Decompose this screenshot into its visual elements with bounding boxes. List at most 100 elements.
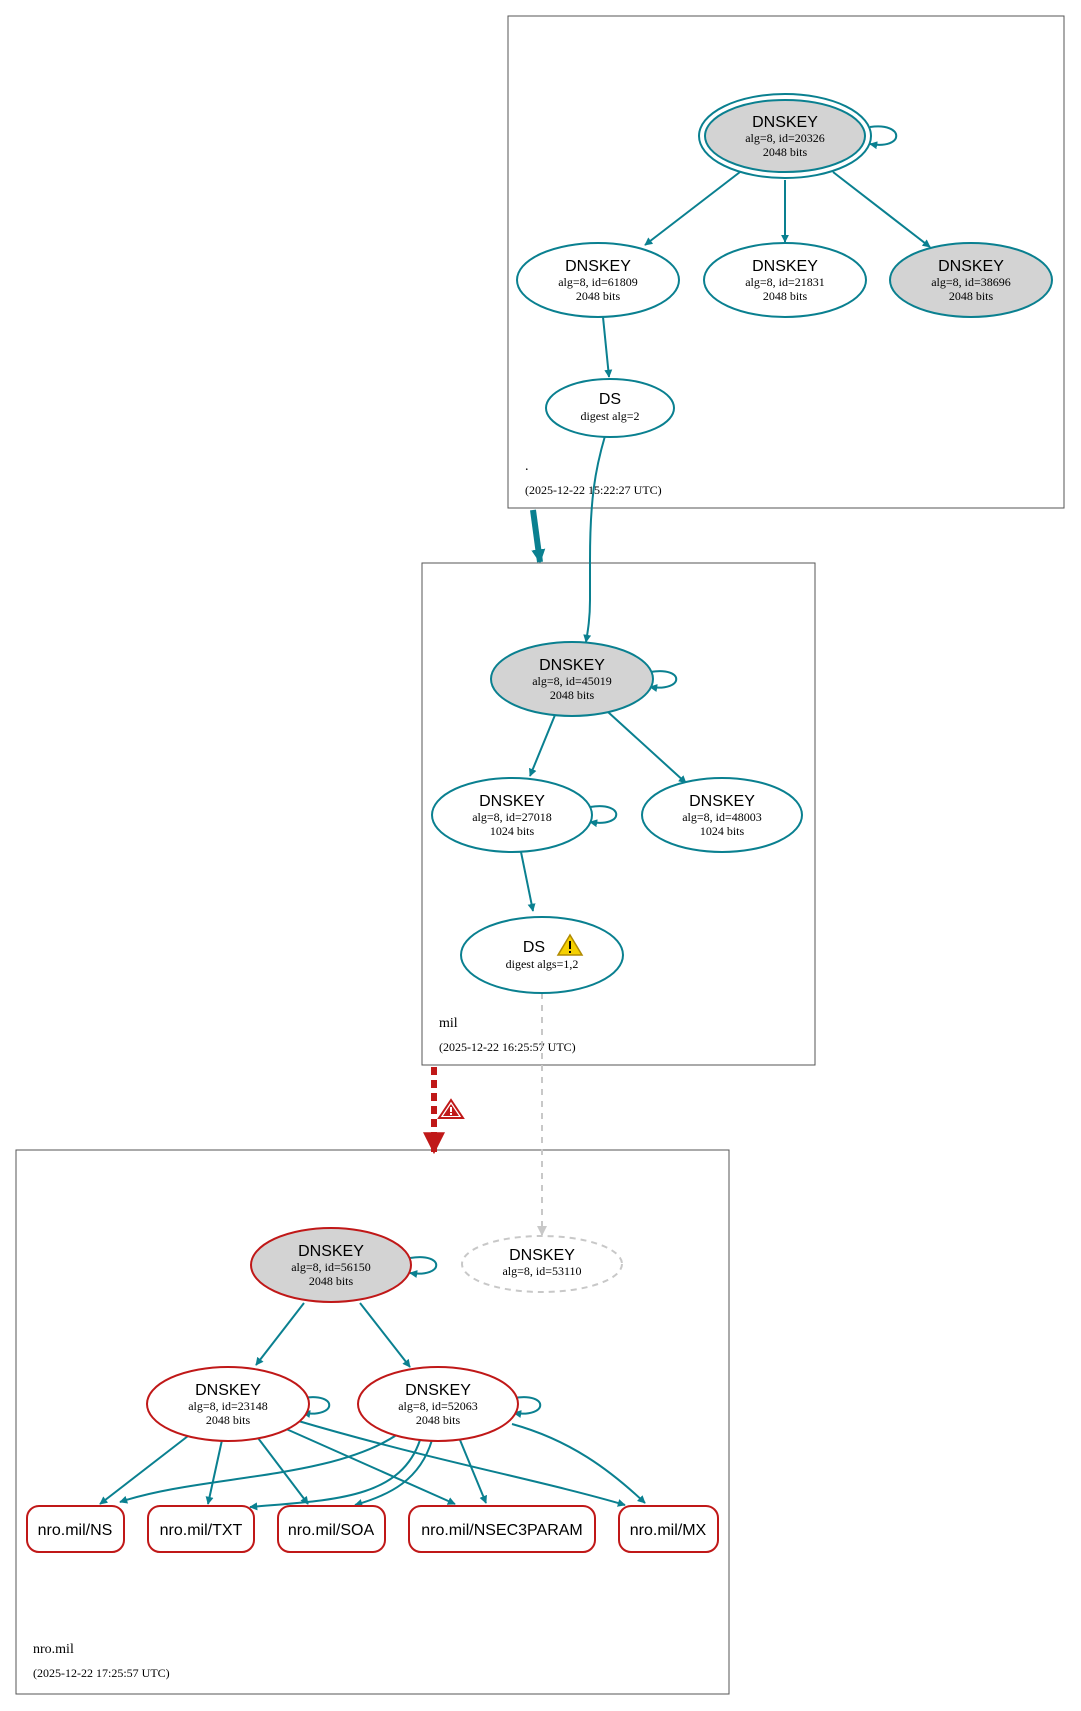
rrset-soa-shape	[277, 1505, 386, 1553]
edge-root-ds-to-mil-ksk	[583, 435, 606, 643]
node-nro-ksk-title: DNSKEY	[298, 1243, 364, 1260]
zone-mil-timestamp: (2025-12-22 16:25:57 UTC)	[439, 1040, 576, 1054]
edge-23148-to-txt	[205, 1439, 223, 1505]
edge-23148-to-ns	[99, 1435, 189, 1505]
node-mil-zsk-27018-shape	[431, 777, 593, 853]
rrset-mx-shape	[618, 1505, 719, 1553]
node-nro-zsk-23148-line2: 2048 bits	[206, 1413, 251, 1427]
edge-52063-self	[513, 1396, 542, 1418]
node-nro-ksk-line2: 2048 bits	[309, 1274, 354, 1288]
edge-mil-ksk-to-48003	[607, 711, 687, 784]
edge-52063-to-mx	[511, 1423, 646, 1504]
node-root-zsk-61809-line2: 2048 bits	[576, 289, 621, 303]
node-nro-zsk-52063[interactable]: DNSKEY alg=8, id=52063 2048 bits	[357, 1366, 519, 1442]
edge-52063-to-nsec3param	[459, 1439, 487, 1504]
rrset-mx[interactable]: nro.mil/MX	[618, 1505, 719, 1553]
edge-nro-ksk-to-23148	[255, 1302, 305, 1366]
rrset-txt[interactable]: nro.mil/TXT	[147, 1505, 255, 1553]
edge-27018-to-mil-ds	[520, 851, 536, 912]
node-root-zsk-38696-shape	[889, 242, 1053, 318]
node-root-ds-title: DS	[599, 391, 621, 408]
rrset-ns-shape	[26, 1505, 125, 1553]
node-mil-zsk-48003-line1: alg=8, id=48003	[682, 810, 762, 824]
edge-root-ksk-to-61809	[644, 171, 741, 246]
zone-nro-timestamp: (2025-12-22 17:25:57 UTC)	[33, 1666, 170, 1680]
warning-icon	[556, 933, 584, 956]
node-root-ds[interactable]: DS digest alg=2	[545, 378, 675, 438]
rrset-ns-label: nro.mil/NS	[38, 1522, 113, 1539]
node-mil-ds[interactable]: DS digest algs=1,2	[460, 916, 624, 994]
node-root-ksk-shape	[704, 99, 866, 173]
node-root-ksk-title: DNSKEY	[752, 114, 818, 131]
node-root-zsk-38696-line2: 2048 bits	[949, 289, 994, 303]
node-nro-zsk-52063-title: DNSKEY	[405, 1382, 471, 1399]
edge-nro-ksk-self	[409, 1256, 438, 1278]
node-mil-zsk-27018[interactable]: DNSKEY alg=8, id=27018 1024 bits	[431, 777, 593, 853]
edge-mil-ksk-self	[649, 670, 678, 692]
node-mil-ksk-shape	[490, 641, 654, 717]
node-root-zsk-21831-shape	[703, 242, 867, 318]
node-mil-zsk-48003-title: DNSKEY	[689, 793, 755, 810]
node-nro-dnskey-53110-title: DNSKEY	[509, 1247, 575, 1264]
rrset-nsec3param[interactable]: nro.mil/NSEC3PARAM	[408, 1505, 596, 1553]
node-root-zsk-61809-line1: alg=8, id=61809	[558, 275, 638, 289]
edge-root-ksk-self	[869, 125, 898, 150]
zone-mil-name: mil	[439, 1016, 458, 1031]
edge-52063-to-ns	[119, 1433, 399, 1504]
node-root-zsk-21831[interactable]: DNSKEY alg=8, id=21831 2048 bits	[703, 242, 867, 318]
rrset-mx-label: nro.mil/MX	[630, 1522, 707, 1539]
node-root-ds-line1: digest alg=2	[580, 409, 639, 423]
node-root-ksk-line2: 2048 bits	[763, 145, 808, 159]
zone-nro-box	[15, 1149, 730, 1695]
rrset-soa-label: nro.mil/SOA	[288, 1522, 375, 1539]
rrset-txt-label: nro.mil/TXT	[160, 1522, 243, 1539]
node-mil-zsk-48003[interactable]: DNSKEY alg=8, id=48003 1024 bits	[641, 777, 803, 853]
node-mil-zsk-27018-line2: 1024 bits	[490, 824, 535, 838]
node-mil-zsk-48003-line2: 1024 bits	[700, 824, 745, 838]
node-nro-zsk-23148[interactable]: DNSKEY alg=8, id=23148 2048 bits	[146, 1366, 310, 1442]
node-nro-ksk-line1: alg=8, id=56150	[291, 1260, 371, 1274]
edge-23148-to-mx	[294, 1419, 626, 1507]
zone-root-box	[507, 15, 1065, 509]
node-nro-ksk-shape	[250, 1227, 412, 1303]
node-mil-ds-shape	[460, 916, 624, 994]
rrset-soa[interactable]: nro.mil/SOA	[277, 1505, 386, 1553]
edge-mil-ksk-to-27018	[529, 714, 556, 777]
node-root-zsk-38696-title: DNSKEY	[938, 258, 1004, 275]
rrset-txt-shape	[147, 1505, 255, 1553]
edges	[99, 125, 931, 1511]
node-root-ksk[interactable]: DNSKEY alg=8, id=20326 2048 bits	[698, 93, 872, 179]
node-nro-ksk[interactable]: DNSKEY alg=8, id=56150 2048 bits	[250, 1227, 412, 1303]
node-nro-zsk-52063-line1: alg=8, id=52063	[398, 1399, 478, 1413]
node-nro-zsk-23148-line1: alg=8, id=23148	[188, 1399, 268, 1413]
node-mil-ds-title: DS	[523, 939, 545, 956]
zone-root-name: .	[525, 459, 529, 474]
node-root-zsk-21831-title: DNSKEY	[752, 258, 818, 275]
node-mil-zsk-27018-line1: alg=8, id=27018	[472, 810, 552, 824]
node-nro-dnskey-53110[interactable]: DNSKEY alg=8, id=53110	[461, 1235, 623, 1293]
node-root-zsk-38696-line1: alg=8, id=38696	[931, 275, 1011, 289]
edge-52063-to-soa	[354, 1439, 433, 1507]
rrset-nsec3param-shape	[408, 1505, 596, 1553]
zone-nro: nro.mil (2025-12-22 17:25:57 UTC)	[15, 1149, 730, 1695]
node-root-zsk-38696[interactable]: DNSKEY alg=8, id=38696 2048 bits	[889, 242, 1053, 318]
node-mil-zsk-27018-title: DNSKEY	[479, 793, 545, 810]
node-root-zsk-61809-title: DNSKEY	[565, 258, 631, 275]
node-nro-dnskey-53110-line1: alg=8, id=53110	[502, 1264, 581, 1278]
edge-delegation-root-to-mil	[530, 509, 546, 564]
warning-icon	[437, 1098, 465, 1119]
node-root-ksk-line1: alg=8, id=20326	[745, 131, 825, 145]
edge-52063-to-txt	[249, 1439, 421, 1511]
rrset-nsec3param-label: nro.mil/NSEC3PARAM	[421, 1522, 583, 1539]
node-root-zsk-21831-line2: 2048 bits	[763, 289, 808, 303]
node-root-zsk-61809[interactable]: DNSKEY alg=8, id=61809 2048 bits	[516, 242, 680, 318]
node-root-ksk-outer-ring	[698, 93, 872, 179]
edge-23148-to-nsec3param	[283, 1427, 456, 1505]
node-root-ds-shape	[545, 378, 675, 438]
rrset-ns[interactable]: nro.mil/NS	[26, 1505, 125, 1553]
node-root-zsk-21831-line1: alg=8, id=21831	[745, 275, 825, 289]
node-mil-ksk-title: DNSKEY	[539, 657, 605, 674]
node-mil-ksk-line2: 2048 bits	[550, 688, 595, 702]
node-mil-ksk[interactable]: DNSKEY alg=8, id=45019 2048 bits	[490, 641, 654, 717]
